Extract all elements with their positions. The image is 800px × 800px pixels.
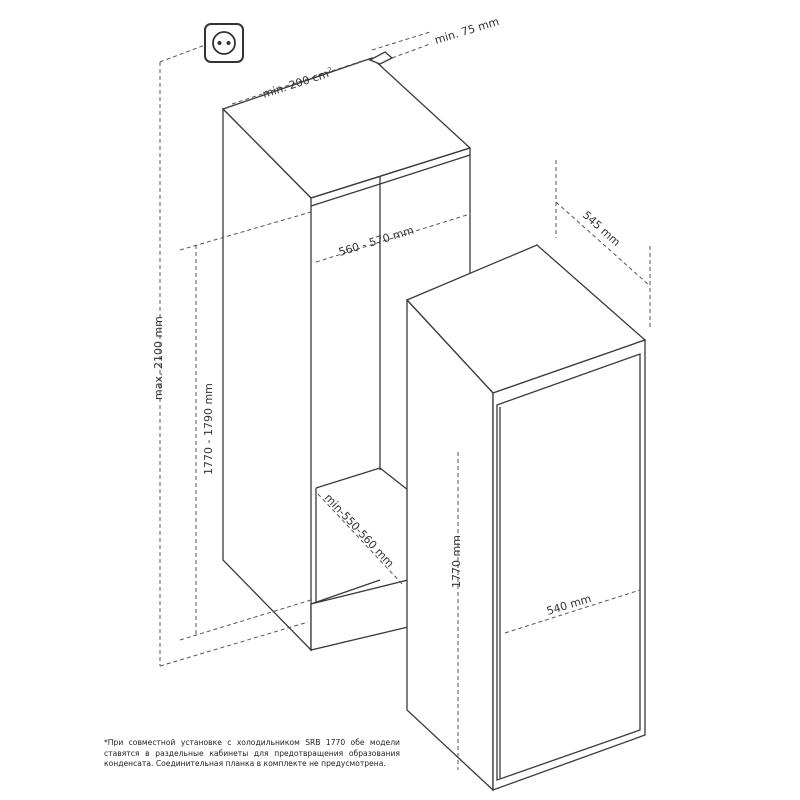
- cabinet-niche: [221, 51, 472, 652]
- appliance-depth-label: 545 mm: [580, 209, 623, 249]
- max-height-label: max. 2100 mm: [152, 316, 165, 400]
- niche-height-label: 1770 - 1790 mm: [202, 383, 215, 475]
- electrical-socket-icon: [204, 23, 244, 63]
- dimension-lines: [159, 31, 651, 770]
- refrigerator: [405, 244, 647, 792]
- installation-footnote: *При совместной установке с холодильнико…: [104, 738, 400, 769]
- niche-depth-label: min-550-560 mm: [322, 491, 397, 570]
- appliance-height-label: 1770 mm: [450, 535, 463, 588]
- rear-gap-label: min. 75 mm: [433, 15, 501, 47]
- niche-width-label: 560 - 570 mm: [337, 224, 415, 259]
